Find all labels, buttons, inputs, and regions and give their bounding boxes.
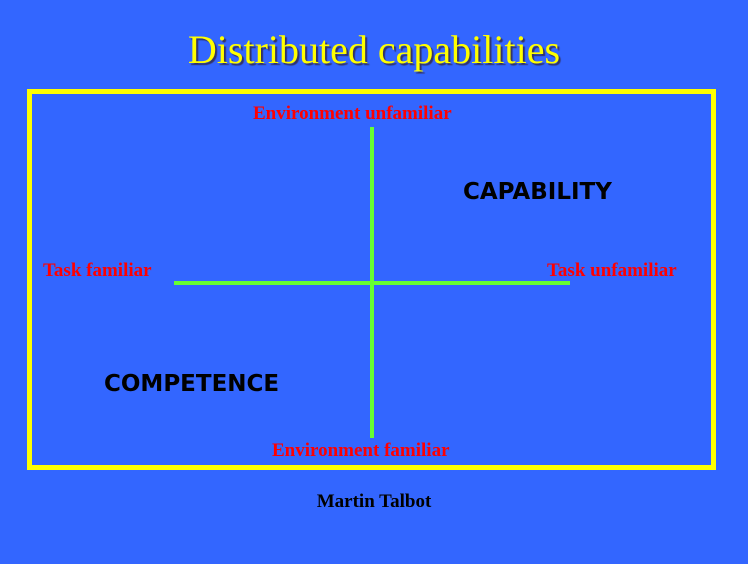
- quadrant-capability: CAPABILITY: [463, 179, 612, 205]
- axis-label-bottom: Environment familiar: [272, 440, 450, 461]
- quadrant-competence: COMPETENCE: [104, 371, 280, 397]
- diagram-frame: [27, 89, 716, 470]
- slide-title: Distributed capabilities: [187, 27, 561, 72]
- axis-label-left: Task familiar: [43, 260, 152, 281]
- axis-label-top: Environment unfamiliar: [253, 103, 452, 124]
- author-name: Martin Talbot: [316, 491, 432, 512]
- axis-label-right: Task unfamiliar: [547, 260, 677, 281]
- horizontal-axis-line: [174, 281, 570, 285]
